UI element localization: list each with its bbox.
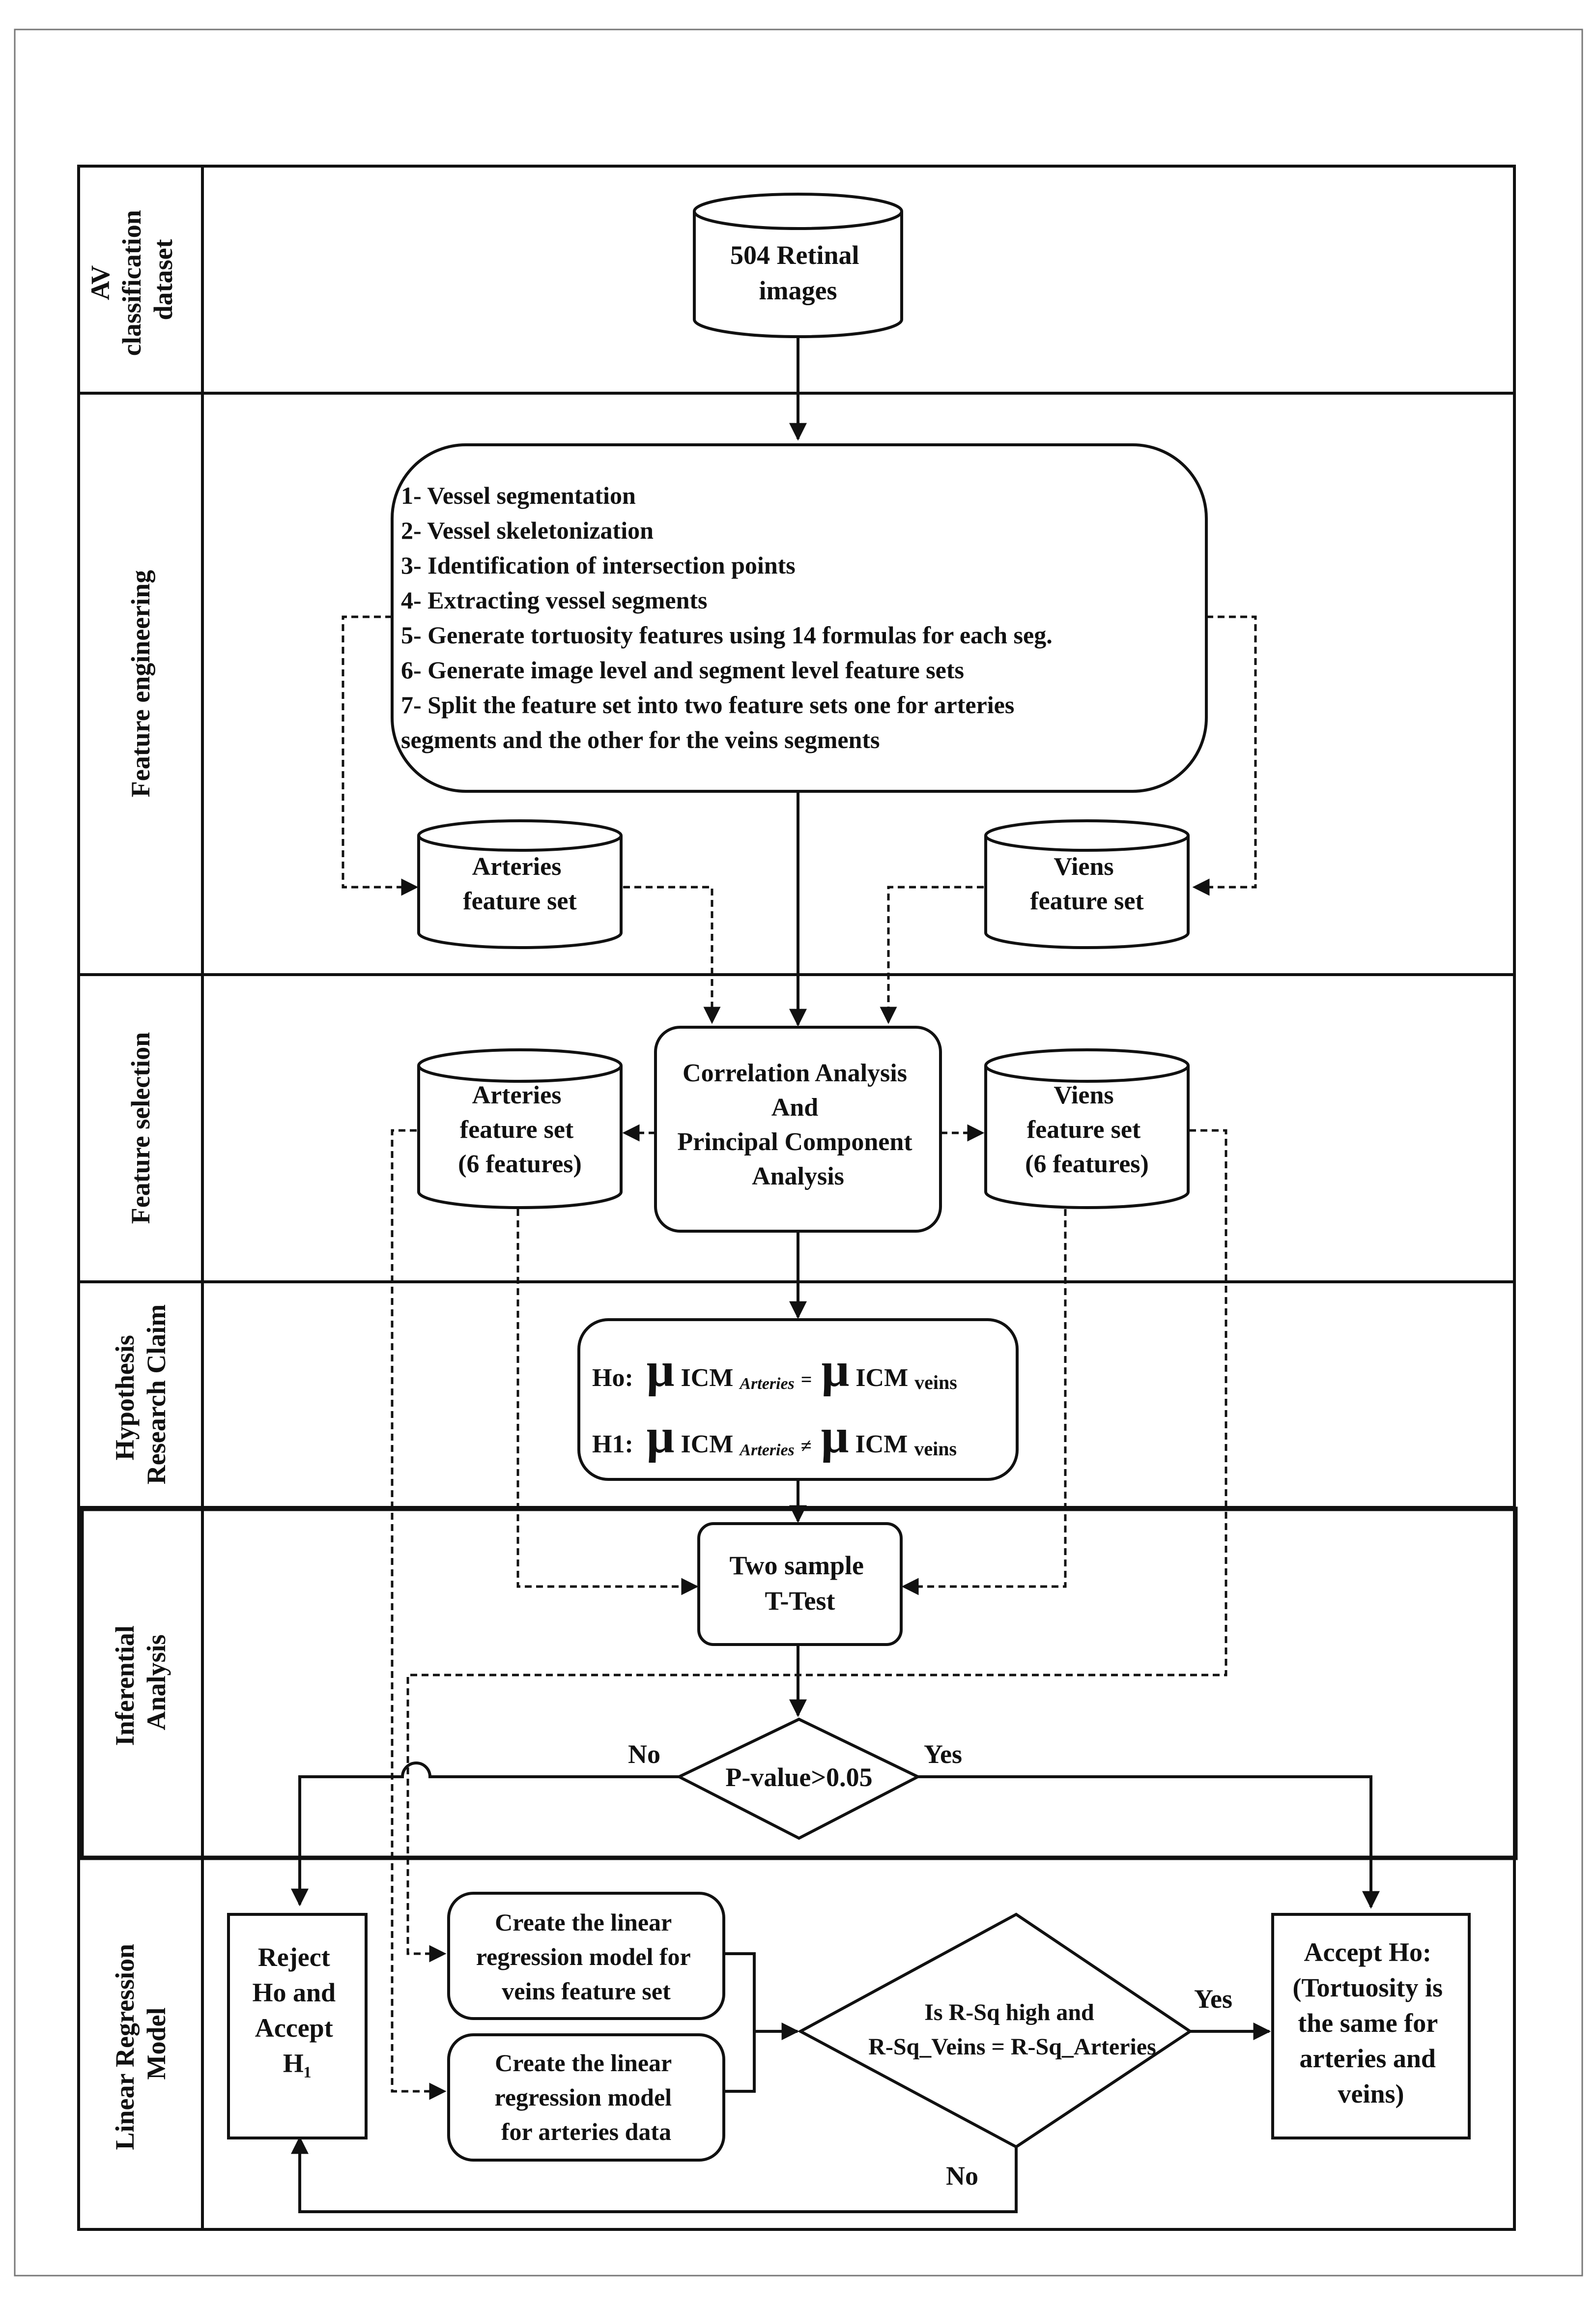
node-rsq-decision: Is R-Sq high and R-Sq_Veins = R-Sq_Arter… (797, 1912, 1193, 2149)
lane-label-feature-selection: Feature selection (126, 1032, 155, 1224)
svg-text:Arteries feature set: Arteries feature set (463, 853, 577, 915)
edge-arteries-to-pca (623, 886, 721, 1024)
lane-label-linear-regression: Linear Regression Model (110, 1937, 171, 2150)
page-border (14, 29, 1583, 2277)
svg-text:Is R-Sq high and R-Sq_Ve: Is R-Sq high and R-Sq_Veins = R-Sq_Arter… (868, 1999, 1156, 2060)
node-arteries-selected: Arteries feature set (6 features) (417, 1048, 623, 1209)
node-feature-engineering-steps: 1- Vessel segmentation 2- Vessel skeleto… (391, 443, 1208, 793)
node-correlation-pca: Correlation Analysis And Principal Compo… (654, 1026, 942, 1233)
node-arteries-feature-set: Arteries feature set (417, 819, 623, 949)
svg-text:Reject Ho and Acce: Reject Ho and Accept H₁ (252, 1942, 342, 2078)
svg-text:Two sample T-Test: Two sample T-Test (729, 1551, 870, 1616)
svg-text:Accept Ho: (Tortuosity i: Accept Ho: (Tortuosity is the same for a… (1292, 1937, 1449, 2109)
edge-veins-selected-to-ttest (901, 1209, 1067, 1595)
hypothesis-h0: Ho: μ ICM Arteries = μ ICM veins (592, 1342, 957, 1397)
svg-text:Create the linear regres: Create the linear regression model for v… (476, 1908, 697, 2005)
svg-text:P-value>0.05: P-value>0.05 (725, 1762, 872, 1792)
lane-label-hypothesis: Hypothesis Research Claim (110, 1304, 171, 1484)
node-t-test: Two sample T-Test (697, 1522, 903, 1646)
node-accept-h0: Accept Ho: (Tortuosity is the same for a… (1271, 1913, 1471, 2139)
hypothesis-h1: H1: μ ICM Arteries ≠ μ ICM veins (592, 1409, 957, 1463)
label-p-no: No (628, 1739, 660, 1769)
edge-pvalue-no-path (291, 1762, 679, 1907)
edge-arteries-selected-to-ttest (516, 1209, 699, 1595)
svg-text:1- Vessel segmentation 2: 1- Vessel segmentation 2- Vessel skeleto… (401, 482, 1058, 753)
label-p-yes: Yes (924, 1739, 962, 1769)
node-reject-h0: Reject Ho and Accept H₁ (227, 1913, 368, 2139)
node-lr-arteries: Create the linear regression model for a… (447, 2033, 725, 2162)
edges (291, 337, 1380, 2213)
node-hypothesis: Ho: μ ICM Arteries = μ ICM veins H1: μ I… (577, 1318, 1019, 1481)
edge-rsq-no (291, 2136, 1018, 2213)
lane-label-inferential: Inferential Analysis (110, 1619, 171, 1746)
node-p-value-decision: P-value>0.05 (676, 1717, 921, 1840)
label-rsq-no: No (946, 2161, 978, 2191)
node-lr-veins: Create the linear regression model for v… (447, 1892, 725, 2020)
edge-steps-to-arteries (342, 615, 419, 896)
edge-arteries-selected-to-lr-arteries (391, 1129, 447, 2100)
svg-text:504 Retinal images: 504 Retinal images (730, 240, 866, 305)
node-retinal-images: 504 Retinal images (693, 193, 903, 338)
edge-veins-to-pca (880, 886, 984, 1024)
lane-label-av: AV classification dataset (86, 203, 178, 356)
svg-text:Arteries feature set: Arteries feature set (6 features) (458, 1081, 582, 1178)
node-veins-feature-set: Viens feature set (984, 819, 1190, 949)
edge-lr-veins-to-join (724, 1952, 756, 2093)
edge-steps-to-veins (1192, 615, 1257, 896)
edge-pvalue-yes (918, 1775, 1380, 1909)
edge-veins-selected-to-lr-veins (406, 1129, 1227, 1963)
node-veins-selected: Viens feature set (6 features) (984, 1048, 1190, 1209)
lane-label-feature-engineering: Feature engineering (126, 570, 155, 797)
label-rsq-yes: Yes (1194, 1984, 1232, 2014)
svg-text:Viens feature set: Viens feature set (1030, 853, 1144, 915)
svg-text:Viens feature set: Viens feature set (6 features) (1025, 1081, 1149, 1178)
svg-text:Correlation Analysis And: Correlation Analysis And Principal Compo… (677, 1059, 918, 1190)
svg-text:Create the linear regres: Create the linear regression model for a… (494, 2049, 678, 2145)
